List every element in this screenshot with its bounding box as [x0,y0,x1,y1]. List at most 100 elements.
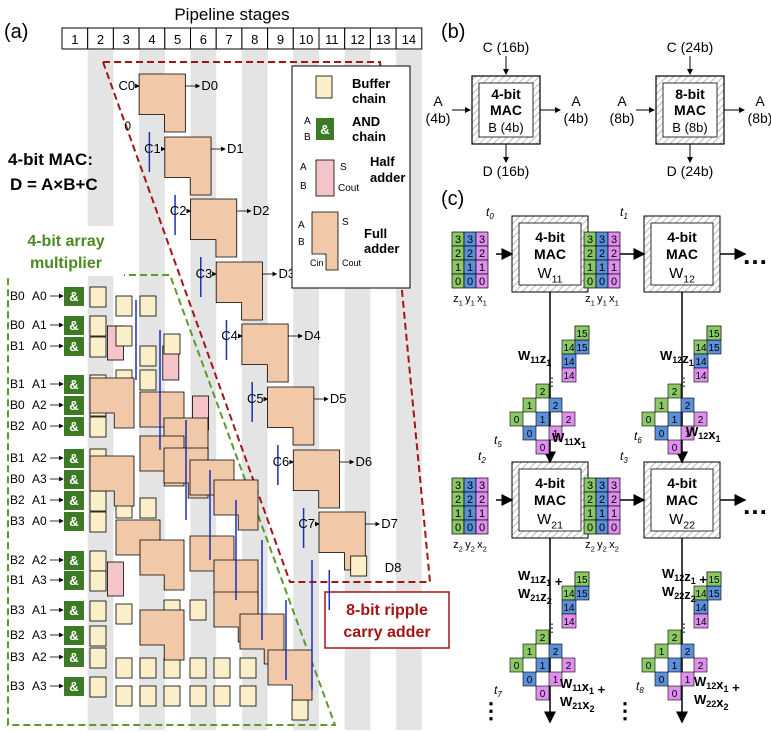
input-value-r2c2-0-2: 1 [587,508,593,520]
stair-top-cap-W21 [574,571,590,587]
input-value-r1c1-2-1: 2 [479,248,485,260]
and-input-B2-row-5: B2 [10,419,25,433]
and-input-B1-row-6: B1 [10,451,25,465]
legend-and-symbol: & [320,122,329,137]
input-label-r2c2-2: x2 [609,539,619,553]
stair-value-W22-2-1: 1 [685,675,691,686]
array-buffer-3 [139,345,157,367]
input-value-r1c2-0-1: 2 [587,248,593,260]
input-label-r1c1-2: x1 [477,293,487,307]
stair-value-W12-2-2: 2 [698,415,704,426]
input-label-r2c2-0: z2 [585,539,595,553]
and-input-B1-row-11: B1 [10,573,25,587]
ripple-full-adder-7 [318,511,366,571]
stair-cell-W12-2-2 [693,411,708,427]
legend-half-pin-s: S [340,162,347,173]
sum-output-D2: D2 [253,203,270,218]
and-input-B0-row-7: B0 [10,472,25,486]
stair-value-W21-2-0: 0 [540,689,546,700]
and-input-A0-row-5: A0 [32,419,47,433]
input-cell-r2c1-2-3 [475,519,489,535]
input-label-r1c2-0: z1 [585,293,595,307]
stair-value-W11-0-1: 1 [527,401,533,412]
input-value-r2c1-1-2: 1 [467,508,473,520]
systolic-weight-W11: W11 [537,265,562,286]
legend-buffer-line1: Buffer [352,76,390,91]
stair-top-cap-value-W11: 15 [576,329,588,340]
mac-c-label-1: C (16b) [483,39,530,55]
input-value-r1c2-1-1: 2 [599,248,605,260]
and-output-buffer-10 [89,550,107,572]
input-value-r1c1-2-2: 1 [479,262,485,274]
stair-top-value-W12-1-0: 14 [695,357,707,368]
input-label-r2c1-2: x2 [477,539,487,553]
and-gate-14 [64,648,84,667]
input-value-r1c2-0-2: 1 [587,262,593,274]
output-label-W12z1-part-0: W12z1 [660,348,694,368]
carry-input-C6: C6 [273,454,290,469]
stair-value-W22-0-1: 1 [659,647,665,658]
and-input-B3-row-14: B3 [10,650,25,664]
output-label-W21-sum-x-part-1: W21x2 [560,694,595,714]
stair-top-value-W21-1-0: 14 [563,603,575,614]
panel-label-a: (a) [4,21,28,43]
systolic-mac-inner-W21 [518,468,582,532]
stair-cell-W22-0-2 [667,629,682,645]
and-input-B2-row-8: B2 [10,493,25,507]
stair-top-cell-W11-2-0 [561,367,577,383]
and-gate-15 [64,677,84,696]
output-label-W22-sum-x-part-1: W22x2 [694,692,729,712]
output-staircase-W22: 012012012141514151415⋮ [641,571,722,701]
stair-cell-W11-0-2 [535,383,550,399]
stair-top-value-W12-0-0: 14 [695,343,707,354]
systolic-mac-inner-W11 [518,222,582,286]
and-output-buffer-8 [89,490,107,512]
ripple-output-buffer [350,555,368,577]
stair-top-value-W11-1-0: 14 [563,357,575,368]
input-label-r2c2-1: y2 [597,539,607,553]
array-buffer-8 [139,497,157,519]
and-output-buffer-11 [89,570,107,592]
and-gate-9 [64,512,84,531]
and-input-A3-row-7: A3 [32,472,47,486]
stair-cell-W11-2-2 [561,411,576,427]
systolic-weight-W12: W12 [669,265,695,286]
input-value-r2c2-0-0: 3 [587,480,593,492]
systolic-weight-W21: W21 [537,511,563,532]
input-label-r2c1-0: z2 [453,539,463,553]
stair-cell-W22-2-0 [667,685,682,701]
and-input-A1-row-1: A1 [32,318,47,332]
input-value-r1c1-1-0: 3 [467,234,473,246]
legend-half-pin-cout: Cout [338,183,359,194]
stair-top-value-W22-0-0: 14 [695,589,707,600]
output-label-W22-sum-x-part-0: W12x1 + [694,674,740,695]
stair-top-value-W11-2-0: 14 [563,371,575,382]
mac-b-label-2: B (8b) [672,120,707,135]
and-input-A1-row-8: A1 [32,493,47,507]
stair-value-W11-1-0: 0 [527,429,533,440]
mac-a-out-line2-2: (8b) [748,110,771,126]
stair-cell-W22-2-2 [693,657,708,673]
stair-value-W22-2-2: 2 [698,661,704,672]
and-input-B0-row-0: B0 [10,289,25,303]
stage-cell-14 [395,27,423,50]
time-marker-t7: t7 [494,683,502,699]
mac-inner-1 [478,82,534,138]
stair-vdots-W22: ⋮ [678,621,690,635]
stair-value-W11-2-2: 2 [566,415,572,426]
stair-top-value-W22-1-1: 15 [708,589,720,600]
and-gate-6 [64,449,84,468]
input-value-r1c2-2-3: 0 [611,276,617,288]
sum-output-D8: D8 [385,560,402,575]
time-marker-t6: t6 [634,429,642,445]
stair-value-W11-1-2: 2 [553,401,559,412]
stair-top-cap-value-W12: 15 [708,329,720,340]
and-gate-symbol-15: & [69,679,78,694]
stair-top-value-W22-1-0: 14 [695,603,707,614]
and-gate-symbol-1: & [69,318,78,333]
time-label-t0: t0 [486,205,494,221]
input-label-r1c1-0: z1 [453,293,463,307]
